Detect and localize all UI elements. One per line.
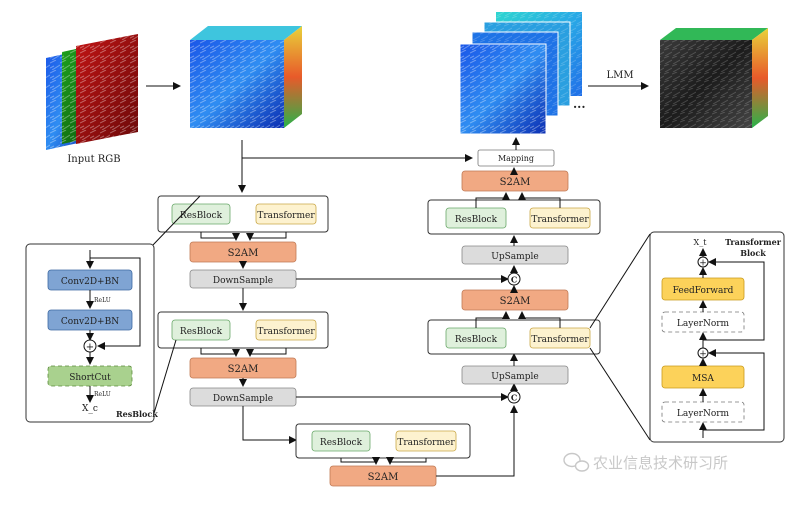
resblock-detail-panel: Conv2D+BN ReLU Conv2D+BN + ShortCut ReLU… [25,243,158,423]
arrow-to-bottleneck [242,406,297,444]
decoder-block-1: ResBlock Transformer [427,199,601,235]
layernorm-2-label: LayerNorm [677,409,730,419]
shortcut-label: ShortCut [69,373,111,383]
bottleneck-s2am-label: S2AM [368,472,399,483]
decoder1-transformer-label: Transformer [531,215,589,225]
relu-1-label: ReLU [94,297,111,304]
conv-1-label: Conv2D+BN [61,277,119,287]
bottleneck-resblock-label: ResBlock [320,438,363,448]
relu-2-label: ReLU [94,391,111,398]
residual-add-symbol: + [86,342,94,353]
encoder-block-2: ResBlock Transformer [157,311,329,349]
xc-output-label: X_c [82,404,98,414]
encoder-block-1: ResBlock Transformer [157,195,329,233]
decoder2-resblock-label: ResBlock [455,335,498,345]
hyperspectral-cube [190,26,302,128]
downsample-1-label: DownSample [213,276,273,286]
bottleneck-block: ResBlock Transformer [295,423,471,459]
encoder2-transformer-label: Transformer [257,327,315,337]
decoder1-resblock-label: ResBlock [455,215,498,225]
connector-e1-trans-s2am [246,232,287,241]
upsample-2-box [461,365,569,385]
zoom-line-tr-1 [589,233,651,329]
ff-residual-add-symbol: + [699,259,707,269]
transformer-panel-title-2: Block [740,248,766,258]
encoder2-resblock-label: ResBlock [180,327,223,337]
connector-bn-res-s2am [340,457,380,465]
transformer-block-detail-panel: X_t Transformer Block + FeedForward Laye… [649,231,785,443]
decoder2-s2am-label: S2AM [500,296,531,307]
more-bands-ellipsis: ... [573,97,586,111]
watermark: 农业信息技术研习所 [563,452,728,472]
connector-d1-trans-s2am [518,192,561,208]
upsample-1-box [461,245,569,265]
upsample-1-label: UpSample [491,252,538,262]
upsample-2-label: UpSample [491,372,538,382]
xt-output-label: X_t [694,238,708,247]
reconstructed-band-stack [459,12,582,135]
input-rgb-image-stack [46,34,138,150]
lmm-label: LMM [606,70,633,81]
input-rgb-label: Input RGB [67,154,120,165]
connector-e2-trans-s2am [246,348,287,357]
encoder2-s2am-label: S2AM [228,364,259,375]
connector-e1-res-s2am [200,232,240,241]
resblock-panel-title: ResBlock [116,409,158,419]
decoder2-transformer-label: Transformer [531,335,589,345]
connector-bn-trans-s2am [386,457,427,465]
msa-residual-add-symbol: + [699,350,707,360]
decoder-block-2: ResBlock Transformer [427,319,601,355]
connector-d2-trans-s2am [518,311,561,328]
decoder1-s2am-label: S2AM [500,177,531,188]
msa-label: MSA [692,374,714,384]
zoom-line-tr-2 [589,347,651,441]
encoder1-resblock-label: ResBlock [180,211,223,221]
downsample-2-label: DownSample [213,394,273,404]
encoder1-transformer-label: Transformer [257,211,315,221]
encoder1-s2am-label: S2AM [228,248,259,259]
connector-d1-res-s2am [475,192,510,208]
layernorm-1-label: LayerNorm [677,319,730,329]
arrow-bottleneck-up [436,405,518,477]
connector-d2-res-s2am [475,311,510,328]
zoom-line-res-1 [151,195,201,247]
zoom-line-res-2 [151,339,177,421]
mapping-label: Mapping [498,154,534,163]
feedforward-label: FeedForward [673,286,734,296]
watermark-text: 农业信息技术研习所 [593,454,728,472]
concat-node-1-label: C [511,275,517,285]
conv-2-label: Conv2D+BN [61,317,119,327]
bottleneck-transformer-label: Transformer [397,438,455,448]
concat-node-2-label: C [511,393,517,403]
connector-e2-res-s2am [200,348,240,357]
wechat-icon [563,452,590,472]
transformer-panel-title: Transformer [725,237,782,247]
lmm-output-cube [660,28,768,128]
